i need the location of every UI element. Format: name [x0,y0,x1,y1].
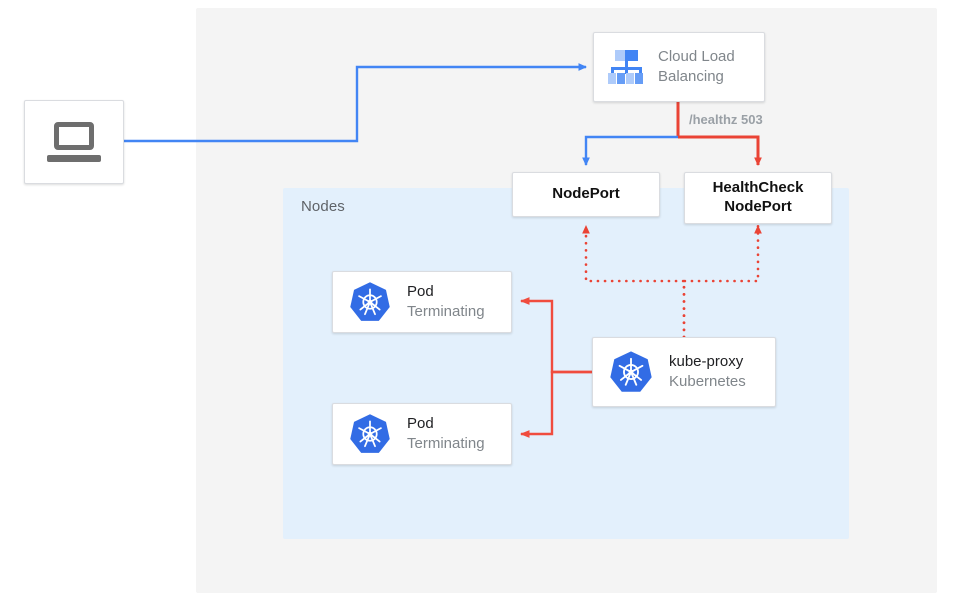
healthz-edge-label: /healthz 503 [689,112,763,127]
pod-1-node: Pod Terminating [332,271,512,333]
pod-1-status: Terminating [407,303,485,320]
kubernetes-icon [350,414,390,453]
cloud-load-balancing-icon [606,50,646,84]
kubernetes-icon [610,351,652,392]
pod-2-title: Pod [407,414,434,432]
kube-proxy-node: kube-proxy Kubernetes [592,337,776,407]
laptop-icon [47,122,101,162]
clb-title-line2: Balancing [658,68,724,85]
pod-2-status: Terminating [407,435,485,452]
pod-2-node: Pod Terminating [332,403,512,465]
nodeport-label: NodePort [552,185,620,203]
clb-title-line1: Cloud Load [658,47,735,65]
client-node [24,100,124,184]
kubernetes-icon [350,282,390,321]
healthcheck-nodeport-node: HealthCheck NodePort [684,172,832,224]
pod-1-title: Pod [407,282,434,300]
cloud-load-balancing-node: Cloud Load Balancing [593,32,765,102]
nodeport-node: NodePort [512,172,660,217]
healthcheck-label-line2: NodePort [724,198,792,215]
kube-proxy-title: kube-proxy [669,352,744,370]
nodes-region-label: Nodes [301,198,345,215]
kube-proxy-subtitle: Kubernetes [669,373,746,390]
healthcheck-label-line1: HealthCheck [712,179,804,197]
